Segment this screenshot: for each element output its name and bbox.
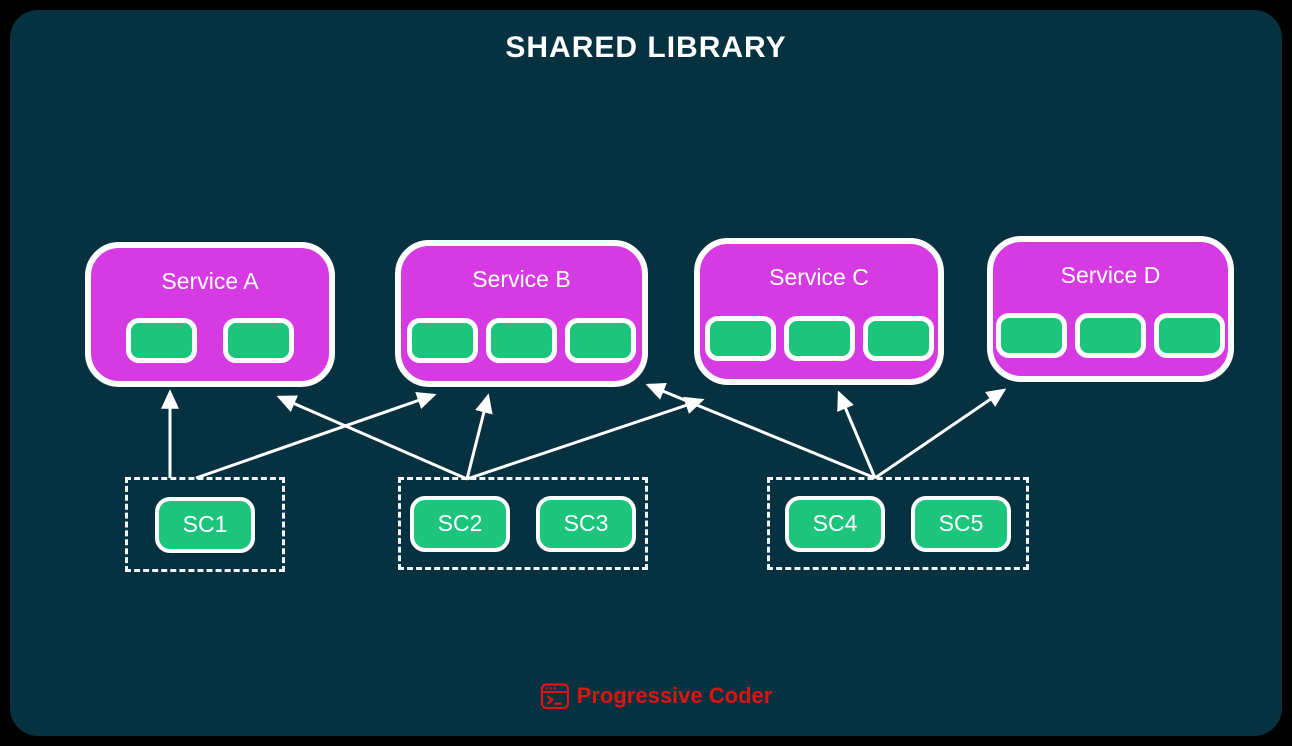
client-group-1: SC1 [125,477,285,572]
shared-library-component [783,316,855,361]
service-b: Service B [395,240,648,387]
client-sc3: SC3 [536,495,636,552]
shared-library-component [996,313,1067,358]
terminal-window-icon [540,683,569,710]
shared-library-component [565,318,636,363]
client-sc5: SC5 [911,495,1011,552]
shared-library-component [126,318,197,363]
library-components-row [401,318,642,363]
library-components-row [91,318,329,363]
shared-library-component [223,318,294,363]
footer-brand: Progressive Coder [10,681,1292,711]
service-d: Service D [987,236,1234,382]
library-components-row [700,316,938,361]
brand-name: Progressive Coder [576,683,773,708]
shared-library-component [486,318,557,363]
service-label: Service B [472,266,571,292]
client-sc2: SC2 [410,495,510,552]
shared-library-component [862,316,934,361]
shared-library-component [407,318,478,363]
service-label: Service A [161,268,259,294]
service-label: Service D [1060,262,1161,288]
client-sc1: SC1 [155,496,255,553]
service-label: Service C [769,264,869,290]
client-sc4: SC4 [785,495,885,552]
client-group-2: SC2 SC3 [398,477,648,570]
service-c: Service C [694,238,944,385]
client-group-3: SC4 SC5 [767,477,1029,570]
shared-library-component [1075,313,1146,358]
shared-library-component [1154,313,1225,358]
service-a: Service A [85,242,335,387]
diagram-title: SHARED LIBRARY [505,31,787,64]
shared-library-component [704,316,776,361]
library-components-row [993,313,1228,358]
